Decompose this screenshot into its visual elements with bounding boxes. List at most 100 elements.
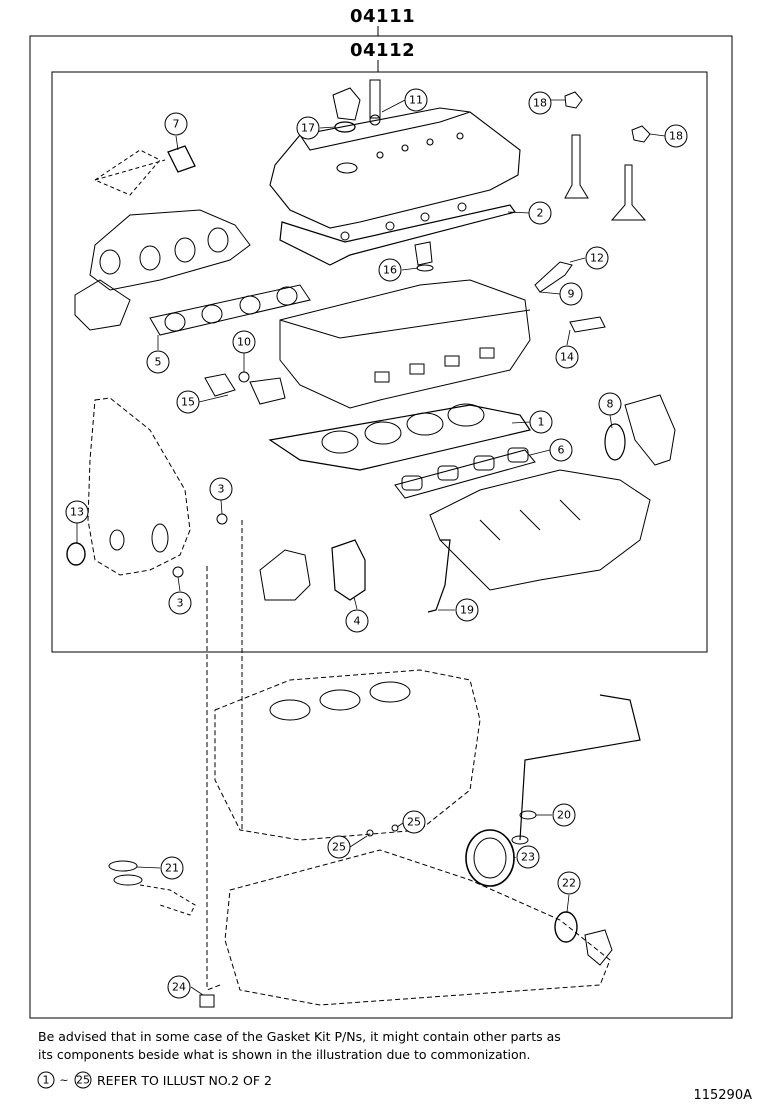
advisory-note-line-1: Be advised that in some case of the Gask… [38, 1029, 561, 1044]
callout-5 [146, 350, 170, 374]
callout-15 [176, 390, 200, 414]
footer-ref-circles [37, 1071, 92, 1089]
callout-17 [296, 116, 320, 140]
callout-9 [559, 282, 583, 306]
callout-label: 12 [590, 252, 604, 265]
engine-block-bores [269, 681, 411, 721]
engine-block [214, 669, 481, 841]
rear-oil-seal [465, 829, 515, 887]
o-ring-25a [391, 824, 399, 832]
callouts [65, 88, 688, 999]
callout-labels: 7 17 11 18 18 2 16 12 9 5 10 14 15 8 1 6… [70, 94, 683, 994]
ref-end-circle [74, 1071, 92, 1089]
illustration-number: 115290A [693, 1088, 752, 1103]
valve-cover-gasket-holes [340, 202, 467, 241]
advisory-note-line-2: its components beside what is shown in t… [38, 1047, 531, 1062]
callout-23 [516, 845, 540, 869]
oil-seal-front [66, 542, 86, 566]
bolt-11 [369, 79, 381, 119]
callout-label: 3 [177, 597, 184, 610]
callout-label: 17 [301, 122, 315, 135]
inner-kit-code: 04112 [350, 40, 416, 61]
exhaust-manifold [74, 149, 251, 331]
gasket-10 [238, 371, 250, 383]
injector [534, 261, 573, 293]
ref-tilde: ~ [59, 1074, 68, 1087]
callout-24 [167, 975, 191, 999]
water-pump-gasket [331, 539, 366, 601]
callout-label: 2 [537, 207, 544, 220]
callout-label: 4 [354, 615, 361, 628]
valve-1 [564, 134, 589, 199]
callout-label: 5 [155, 356, 162, 369]
inner-kit-frame [51, 71, 708, 653]
outer-kit-code: 04111 [350, 6, 416, 27]
valve-cover [269, 107, 521, 229]
callout-label: 7 [173, 118, 180, 131]
seal-8 [604, 394, 676, 466]
valve-cover-gasket [279, 204, 516, 266]
seal-17 [334, 121, 356, 133]
callout-6 [549, 438, 573, 462]
outer-kit-frame [29, 35, 733, 1019]
tube-19 [427, 539, 451, 613]
oil-pipe [519, 694, 641, 841]
valve-2 [610, 164, 647, 221]
callout-label: 18 [533, 97, 547, 110]
callout-label: 15 [181, 396, 195, 409]
callout-label: 23 [521, 851, 535, 864]
callout-label: 6 [558, 444, 565, 457]
callout-label: 25 [332, 841, 346, 854]
callout-label: 13 [70, 506, 84, 519]
o-ring-25b [366, 829, 374, 837]
bolt-15 [204, 373, 236, 397]
callout-8 [598, 392, 622, 416]
callout-16 [378, 258, 402, 282]
callout-18b [664, 124, 688, 148]
ref-start-label: 1 [43, 1074, 50, 1087]
callout-20 [552, 803, 576, 827]
reference-note: REFER TO ILLUST NO.2 OF 2 [97, 1073, 272, 1088]
callout-label: 19 [460, 604, 474, 617]
callout-22 [557, 871, 581, 895]
water-pump [259, 549, 311, 601]
callout-14 [555, 345, 579, 369]
callout-label: 14 [560, 351, 574, 364]
callout-label: 22 [562, 877, 576, 890]
callout-label: 21 [165, 862, 179, 875]
seal-7 [167, 145, 196, 173]
callout-19 [455, 598, 479, 622]
callout-25a [402, 810, 426, 834]
o-ring-3a [216, 513, 228, 525]
sensor-plug [249, 377, 286, 405]
o-ring-3b [172, 566, 184, 578]
seal-22 [554, 911, 578, 943]
cylinder-head [279, 279, 531, 409]
callout-2 [528, 201, 552, 225]
callout-1 [529, 410, 553, 434]
gasket-20 [519, 810, 537, 820]
callout-12 [585, 246, 609, 270]
callout-10 [232, 330, 256, 354]
callout-25b [327, 835, 351, 859]
callout-label: 10 [237, 336, 251, 349]
callout-label: 1 [538, 416, 545, 429]
oil-filler-cap [332, 87, 361, 121]
gasket-21b [113, 874, 143, 886]
exhaust-manifold-gasket [149, 284, 311, 336]
plug-16 [414, 241, 433, 266]
callout-label: 9 [568, 288, 575, 301]
callout-label: 16 [383, 264, 397, 277]
callout-11 [404, 88, 428, 112]
drain-plug [199, 994, 215, 1008]
gasket-21a [108, 860, 138, 872]
callout-21 [160, 856, 184, 880]
callout-3b [168, 591, 192, 615]
timing-cover [87, 397, 191, 576]
oil-pan [224, 849, 611, 1006]
callout-7 [164, 112, 188, 136]
callout-label: 18 [669, 130, 683, 143]
ref-start-circle [37, 1071, 55, 1089]
sensor-14 [569, 316, 606, 333]
